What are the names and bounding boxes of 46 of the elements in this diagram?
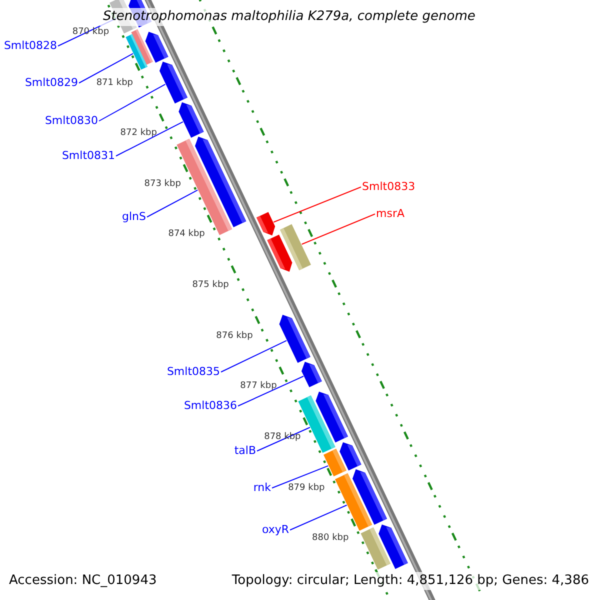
gene-block [302, 362, 322, 388]
gene-label: talB [234, 444, 256, 457]
gene-label: glnS [122, 210, 146, 223]
gene-label: Smlt0829 [24, 76, 78, 89]
scale-label: 875 kbp [192, 280, 229, 292]
gene-block [378, 524, 408, 569]
scale-label: 876 kbp [216, 330, 253, 342]
gene-label: rnk [253, 481, 271, 494]
leader-line [272, 465, 329, 488]
leader-line [256, 426, 310, 452]
gene-block [195, 136, 246, 228]
leader-line [273, 186, 362, 223]
scale-label: 872 kbp [120, 128, 157, 140]
gene-block [256, 212, 276, 236]
leader-line [116, 121, 184, 156]
leader-line [301, 214, 376, 245]
gene-bar [335, 473, 372, 531]
gene-block [279, 314, 310, 363]
gene-label: Smlt0828 [4, 39, 57, 52]
gene-label: Smlt0830 [44, 114, 98, 127]
gene-label: msrA [376, 207, 404, 220]
scale-label: 871 kbp [96, 78, 133, 89]
leader-line [220, 340, 288, 372]
gene-label: Smlt0831 [62, 149, 115, 162]
gene-label: oxyR [262, 523, 289, 536]
gene-block [178, 102, 204, 138]
gene-label: Smlt0833 [362, 180, 416, 193]
leader-line [98, 84, 166, 122]
scale-label: 870 kbp [72, 26, 110, 38]
gene-block [267, 234, 292, 272]
gene-block [145, 32, 168, 63]
scale-label: 878 kbp [264, 432, 301, 443]
leader-line [146, 190, 198, 218]
gene-label: Smlt0835 [166, 365, 220, 378]
gene-block [160, 62, 188, 104]
leader-line [78, 53, 134, 84]
scale-label: 873 kbp [144, 178, 181, 190]
gene-label: Smlt0836 [184, 399, 237, 412]
scale-label: 880 kbp [312, 533, 349, 544]
scale-label: 874 kbp [168, 229, 205, 240]
leader-line [238, 376, 304, 406]
scale-label: 879 kbp [288, 482, 325, 494]
gene-bar [324, 448, 346, 476]
gene-bar [126, 34, 148, 70]
scale-label: 877 kbp [240, 381, 277, 392]
leader-line [290, 504, 348, 530]
